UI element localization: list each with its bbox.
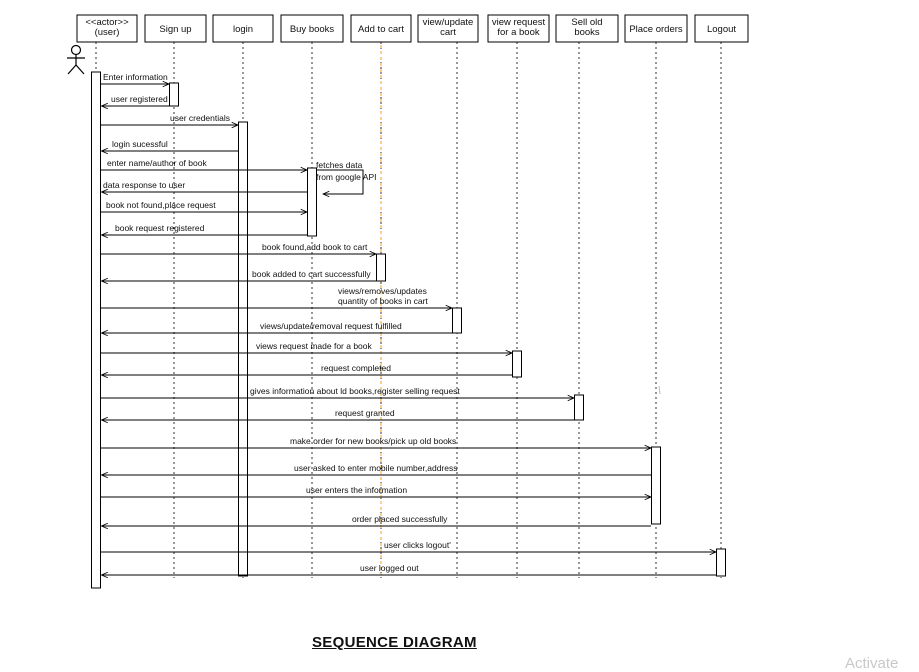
message-arrow: Enter information (100, 72, 170, 84)
message-arrow: login sucessful (102, 139, 238, 151)
message-label: data response to user (103, 180, 185, 190)
message-arrow: gives information about ld books,registe… (100, 386, 575, 398)
activation-bar-buybooks (307, 167, 317, 237)
message-arrow: order placed successfully (102, 514, 651, 526)
diagram-title: SEQUENCE DIAGRAM (312, 634, 477, 651)
participant-label-buybooks: Buy books (290, 24, 335, 35)
stray-tick (658, 385, 661, 395)
message-arrow: book added to cart successfully (102, 269, 376, 281)
stick-figure-icon (67, 44, 85, 75)
participant-label-login: login (233, 24, 253, 35)
message-arrow: book found,add book to cart (100, 242, 377, 254)
message-label: request granted (335, 408, 395, 418)
activation-bar-placeorders (651, 446, 661, 525)
message-arrow: data response to user (102, 180, 307, 192)
participant-label-viewcart: view/update (423, 17, 474, 28)
message-label: user credentials (170, 113, 230, 123)
message-label: views request made for a book (256, 341, 373, 351)
activations-layer (91, 71, 726, 589)
message-label: fetches data (316, 160, 363, 170)
message-arrow: make order for new books/pick up old boo… (100, 436, 652, 448)
activation-bar-user (91, 71, 101, 589)
message-label: user clicks logout' (384, 540, 451, 550)
message-label: make order for new books/pick up old boo… (290, 436, 456, 446)
message-arrow: user logged out (102, 563, 716, 575)
message-arrow: enter name/author of book (100, 158, 308, 170)
message-label: book added to cart successfully (252, 269, 371, 279)
activate-watermark: Activate (845, 655, 899, 672)
activation-bar-login (238, 121, 248, 577)
message-label: gives information about ld books,registe… (250, 386, 460, 396)
message-arrow: book request registered (102, 223, 307, 235)
message-arrow: request completed (102, 363, 512, 375)
message-label: user enters the information (306, 485, 407, 495)
participant-addtocart: Add to cart (350, 14, 412, 43)
activation-bar-signup (169, 82, 179, 107)
message-arrow: user credentials (100, 113, 239, 125)
participant-user: <<actor>>(user) (76, 14, 138, 43)
message-label: book not found,place request (106, 200, 216, 210)
message-arrow: user enters the information (100, 485, 652, 497)
message-arrow: views request made for a book (100, 341, 513, 353)
message-arrow: user registered (102, 94, 169, 106)
message-label: login sucessful (112, 139, 168, 149)
message-label: views/update/removal request fulfilled (260, 321, 402, 331)
participant-label-viewcart: cart (440, 27, 456, 38)
participant-signup: Sign up (144, 14, 207, 43)
participant-label-viewrequest: for a book (497, 27, 539, 38)
message-label: user registered (111, 94, 168, 104)
participant-logout: Logout (694, 14, 749, 43)
message-label: views/removes/updates (338, 286, 427, 296)
message-label: from google API (316, 172, 376, 182)
message-label: book request registered (115, 223, 205, 233)
activation-bar-logout (716, 548, 726, 577)
message-label: order placed successfully (352, 514, 448, 524)
activation-bar-sellold (574, 394, 584, 421)
participant-login: login (212, 14, 274, 43)
participant-label-sellold: books (574, 27, 600, 38)
participant-label-addtocart: Add to cart (358, 24, 404, 35)
participant-label-logout: Logout (707, 24, 736, 35)
activation-bar-addtocart (376, 253, 386, 282)
participant-label-user: (user) (95, 27, 120, 38)
activation-bar-viewcart (452, 307, 462, 334)
message-label: book found,add book to cart (262, 242, 368, 252)
participant-buybooks: Buy books (280, 14, 344, 43)
message-label: request completed (321, 363, 391, 373)
message-label: quantity of books in cart (338, 296, 428, 306)
participant-label-sellold: Sell old (571, 17, 602, 28)
message-arrow: book not found,place request (100, 200, 308, 212)
message-arrow: request granted (102, 408, 574, 420)
participant-label-user: <<actor>> (85, 17, 129, 28)
activation-bar-viewrequest (512, 350, 522, 378)
participant-label-viewrequest: view request (492, 17, 546, 28)
message-label: user logged out (360, 563, 419, 573)
participant-label-signup: Sign up (159, 24, 191, 35)
message-arrow: fetches data from google API (316, 160, 376, 194)
message-label: user asked to enter mobile number,addres… (294, 463, 457, 473)
participant-label-placeorders: Place orders (629, 24, 683, 35)
message-arrow: user asked to enter mobile number,addres… (102, 463, 651, 475)
participant-placeorders: Place orders (624, 14, 688, 43)
message-arrow: views/update/removal request fulfilled (102, 321, 452, 333)
message-label: enter name/author of book (107, 158, 207, 168)
message-arrow: user clicks logout' (100, 540, 717, 552)
participant-boxes: <<actor>>(user) Sign up login Buy books Add … (76, 14, 749, 43)
message-label: Enter information (103, 72, 168, 82)
